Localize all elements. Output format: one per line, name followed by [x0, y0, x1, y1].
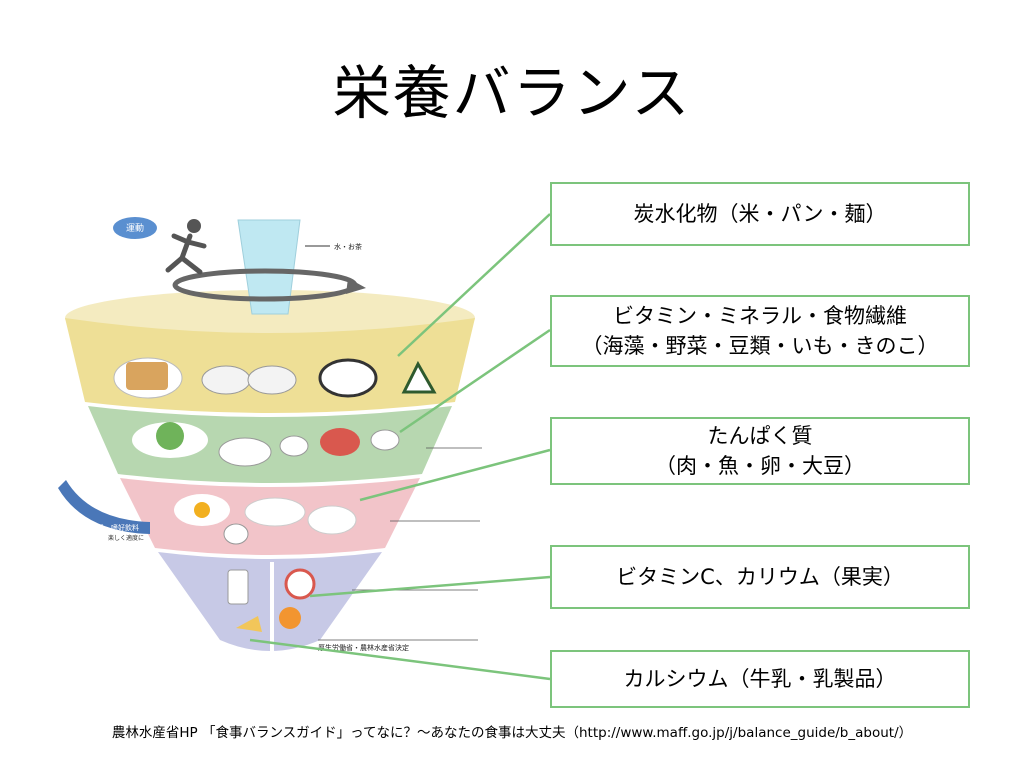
label-protein: たんぱく質 （肉・魚・卵・大豆）: [550, 417, 970, 485]
label-veg-line1: ビタミン・ミネラル・食物繊維: [613, 304, 907, 328]
snack-ribbon: [58, 480, 150, 534]
exercise-label: 運動: [126, 223, 144, 234]
snack-sub-label: 楽しく適度に: [108, 534, 144, 542]
bottom-note: 厚生労働省・農林水産省決定: [318, 643, 409, 652]
water-glass-icon: [237, 219, 301, 315]
tofu-bowl-icon: [223, 523, 249, 545]
rotation-arrowhead-icon: [346, 278, 366, 294]
connector-carb: [397, 213, 551, 357]
egg-yolk-icon: [194, 502, 210, 518]
label-protein-line1: たんぱく質: [707, 424, 813, 448]
exercise-bubble: [113, 217, 157, 239]
label-protein-line2: （肉・魚・卵・大豆）: [655, 454, 865, 478]
milk-glass-icon: [227, 569, 249, 605]
fish-plate-icon: [244, 497, 306, 527]
page-title: 栄養バランス: [332, 59, 692, 127]
runner-icon: [165, 219, 207, 275]
miso-soup-icon: [320, 428, 360, 456]
veg-dish-icon: [218, 437, 272, 467]
connector-veg: [399, 328, 551, 434]
seaweed-bowl-icon: [370, 429, 400, 451]
label-fruit: ビタミンC、カリウム（果実）: [550, 545, 970, 609]
connector-protein: [359, 448, 551, 502]
label-fruit-text: ビタミンC、カリウム（果実）: [616, 565, 904, 589]
spinach-bowl-icon: [279, 435, 309, 457]
label-dairy: カルシウム（牛乳・乳製品）: [550, 650, 970, 708]
label-carbohydrate-text: 炭水化物（米・パン・麺）: [633, 202, 887, 226]
water-label: 水・お茶: [334, 242, 362, 251]
onigiri-icon: [401, 360, 437, 394]
connector-dairy: [249, 638, 551, 681]
apple-icon: [284, 568, 316, 600]
snack-label: 菓子・嗜好飲料: [90, 523, 139, 532]
connector-fruit: [309, 575, 551, 598]
label-veg-line2: （海藻・野菜・豆類・いも・きのこ）: [581, 334, 939, 358]
label-dairy-text: カルシウム（牛乳・乳製品）: [623, 667, 897, 691]
orange-icon: [279, 607, 301, 629]
salad-icon: [156, 422, 184, 450]
cheese-icon: [236, 616, 262, 632]
source-footnote: 農林水産省HP 「食事バランスガイド」ってなに？～あなたの食事は大丈夫（http…: [111, 725, 913, 741]
rice-bowl-icon: [201, 365, 251, 395]
udon-bowl-icon: [318, 358, 378, 398]
label-vitamin-mineral-fiber: ビタミン・ミネラル・食物繊維 （海藻・野菜・豆類・いも・きのこ）: [550, 295, 970, 367]
rice-bowl-icon-2: [247, 365, 297, 395]
meat-plate-icon: [307, 505, 357, 535]
bread-icon: [126, 362, 168, 390]
label-carbohydrate: 炭水化物（米・パン・麺）: [550, 182, 970, 246]
